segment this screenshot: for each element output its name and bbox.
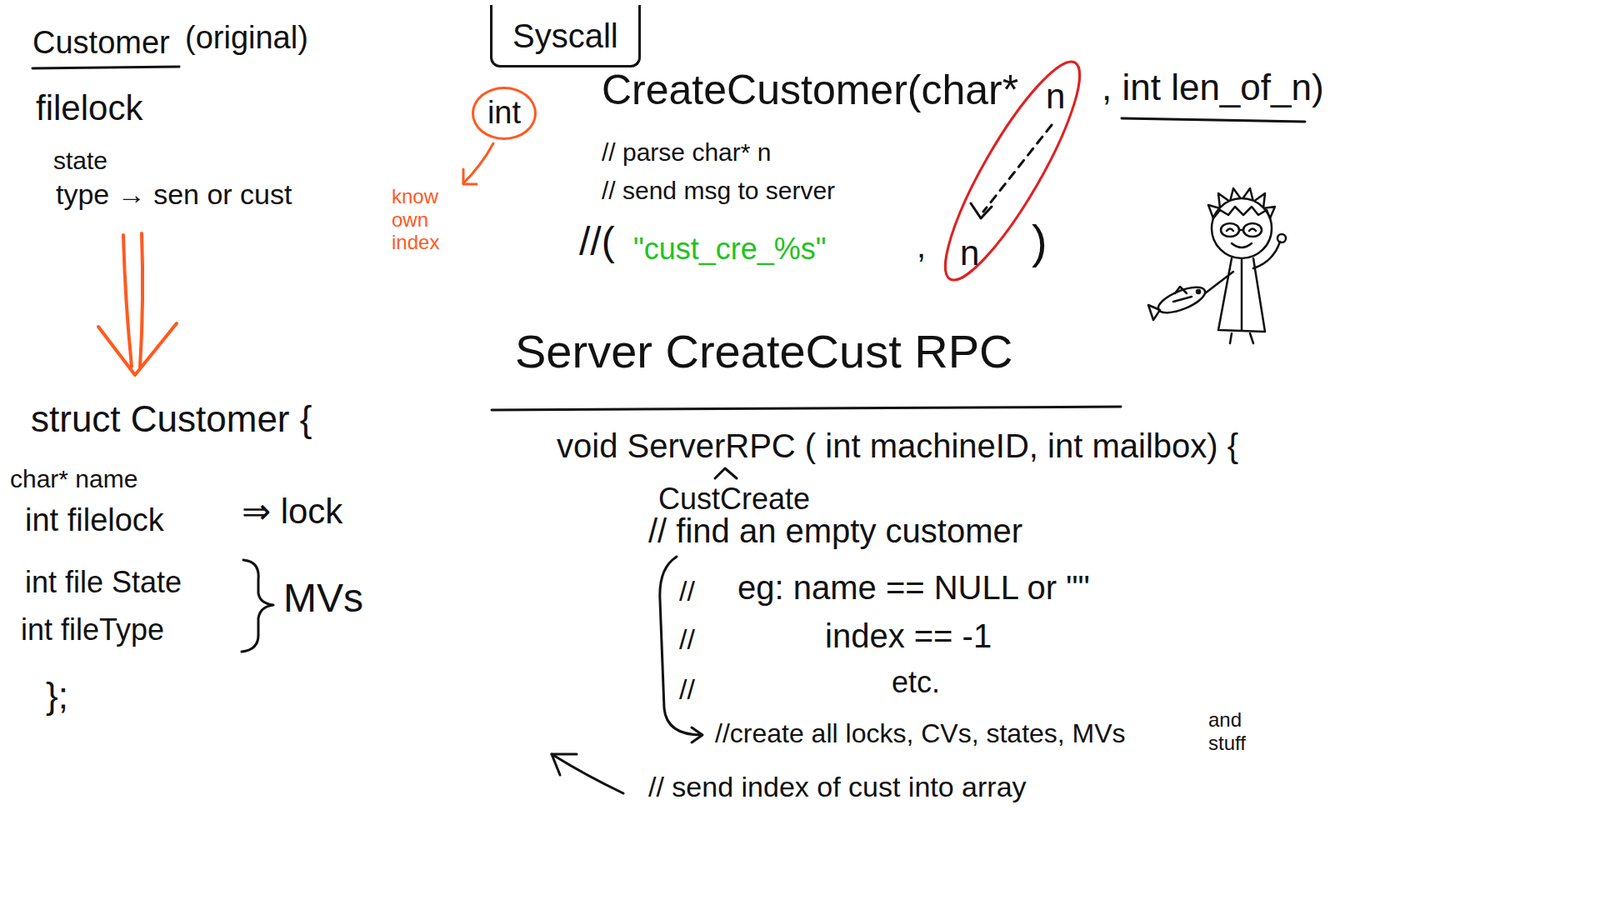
note-text: int fileType <box>20 612 165 647</box>
note-text: // parse char* n <box>601 138 771 168</box>
note-text: state <box>53 146 108 176</box>
note-text: // send msg to server <box>601 176 835 206</box>
note-text: // find an empty customer <box>648 511 1023 550</box>
note-text: "cust_cre_%s" <box>633 231 827 266</box>
note-text: CustCreate <box>658 481 810 516</box>
note-text: n <box>1045 76 1065 117</box>
arrow-head <box>463 169 477 185</box>
note-text: //( <box>579 218 615 265</box>
circled-type: int <box>471 86 537 140</box>
note-text: void ServerRPC ( int machineID, int mail… <box>556 426 1239 465</box>
note-text: CreateCustomer(char* <box>601 66 1019 115</box>
insert-caret <box>715 468 737 479</box>
note-text: struct Customer { <box>30 398 312 441</box>
note-text: index == -1 <box>825 616 992 655</box>
note-text: // <box>679 673 695 706</box>
arrow-head <box>691 727 703 743</box>
note-text: and stuff <box>1208 708 1267 755</box>
note-text: (original) <box>185 20 309 57</box>
note-text: ⇒ lock <box>241 491 343 532</box>
note-text: , <box>916 226 926 265</box>
note-text: n <box>960 233 980 274</box>
return-arrow <box>551 754 624 794</box>
note-text: etc. <box>891 665 940 700</box>
note-text: int filelock <box>25 502 165 540</box>
bracket-arrow <box>660 556 702 735</box>
note-text: filelock <box>35 88 143 129</box>
down-arrow <box>123 235 132 367</box>
character-doodle <box>1148 188 1286 344</box>
down-arrow <box>140 233 143 367</box>
underline <box>32 66 180 69</box>
arrow-head <box>98 323 177 375</box>
note-text: // <box>679 575 695 608</box>
note-text: // <box>679 623 695 656</box>
note-text: char* name <box>10 465 138 495</box>
arrow-head <box>970 203 992 219</box>
note-text: //create all locks, CVs, states, MVs <box>715 718 1126 750</box>
underline <box>491 406 1121 410</box>
note-text: Customer <box>32 25 170 62</box>
note-text: // send index of cust into array <box>648 770 1027 804</box>
note-text: , int len_of_n) <box>1101 66 1325 110</box>
note-text: int file State <box>25 565 182 600</box>
node-text: int <box>487 95 521 132</box>
note-text: eg: name == NULL or "" <box>737 568 1090 607</box>
note-text: know own index <box>391 185 459 255</box>
note-text: Server CreateCust RPC <box>515 325 1014 379</box>
note-text: MVs <box>283 575 364 621</box>
callout-arrow <box>463 143 494 184</box>
arrow-head <box>551 754 577 775</box>
note-text: ) <box>1031 215 1048 269</box>
brace <box>241 560 274 652</box>
note-text: type → sen or cust <box>55 178 292 211</box>
syscall-box: Syscall <box>490 5 641 68</box>
node-text: Syscall <box>512 16 619 55</box>
dashed-arrow <box>983 125 1052 212</box>
note-text: }; <box>45 675 69 718</box>
underline <box>1121 118 1305 122</box>
